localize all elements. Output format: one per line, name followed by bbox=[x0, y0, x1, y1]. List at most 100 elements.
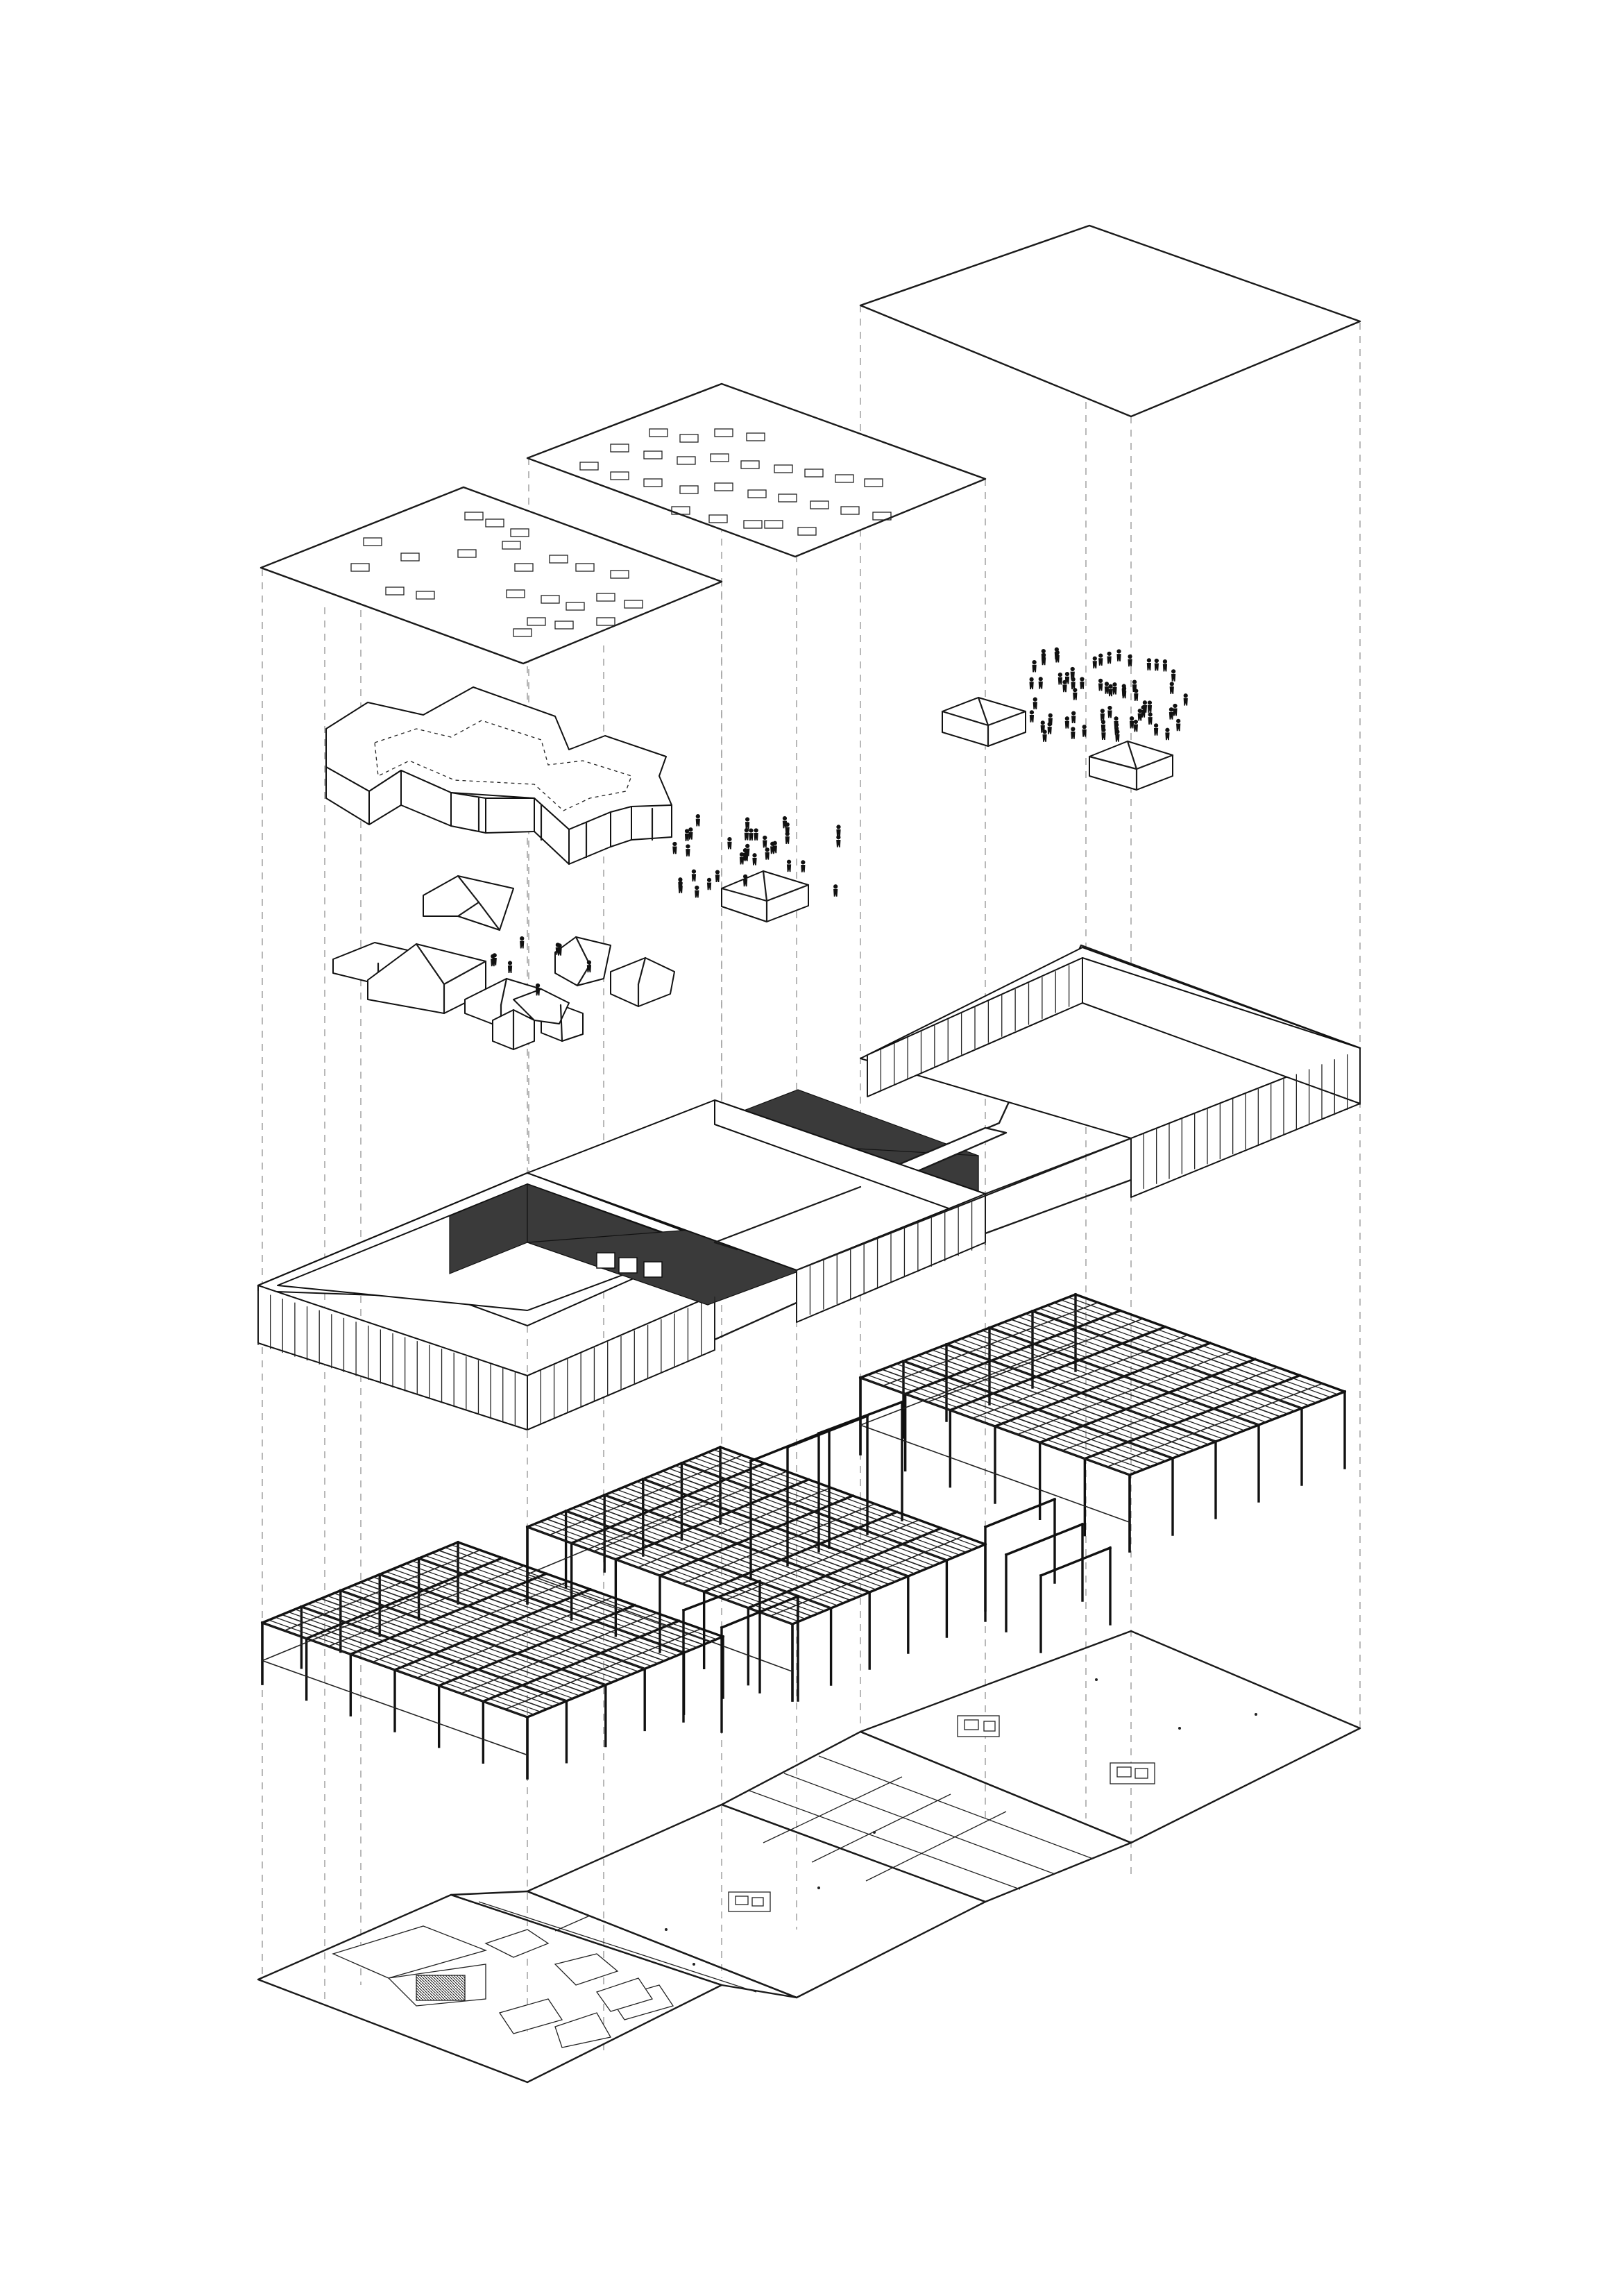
person-figure bbox=[1173, 703, 1178, 716]
steel-structure bbox=[260, 1292, 1347, 1780]
steel-purlin bbox=[604, 1494, 870, 1593]
steel-purlin bbox=[294, 1609, 561, 1705]
person-figure bbox=[739, 852, 745, 865]
steel-purlin bbox=[924, 1352, 1195, 1451]
person-figure bbox=[1032, 660, 1037, 673]
steel-purlin bbox=[585, 1502, 851, 1601]
steel-purlin bbox=[953, 1341, 1223, 1440]
person-figure bbox=[727, 836, 732, 850]
person-figure bbox=[836, 835, 841, 847]
steel-purlin bbox=[1046, 1305, 1316, 1403]
person-figure bbox=[688, 827, 693, 840]
steel-purlin bbox=[559, 1513, 825, 1612]
person-figure bbox=[749, 828, 754, 841]
person-figure bbox=[1148, 712, 1153, 725]
steel-purlin bbox=[301, 1606, 567, 1702]
steel-purlin bbox=[451, 1544, 717, 1640]
person-figure bbox=[1098, 653, 1103, 666]
steel-purlin bbox=[327, 1595, 593, 1691]
steel-purlin bbox=[288, 1611, 554, 1707]
steel-purlin bbox=[910, 1358, 1180, 1456]
steel-purlin bbox=[889, 1366, 1159, 1464]
steel-purlin bbox=[982, 1330, 1252, 1428]
person-figure bbox=[1107, 705, 1112, 718]
steel-purlin bbox=[366, 1579, 632, 1675]
steel-purlin bbox=[405, 1563, 672, 1659]
person-figure bbox=[520, 936, 525, 949]
person-figure bbox=[752, 853, 757, 866]
portal-frame bbox=[1004, 1522, 1085, 1632]
steel-purlin bbox=[668, 1468, 935, 1567]
steel-purlin bbox=[1025, 1313, 1295, 1412]
steel-frame-module bbox=[858, 1292, 1347, 1553]
steel-purlin bbox=[314, 1601, 580, 1696]
steel-purlin bbox=[860, 1377, 1130, 1476]
steel-purlin bbox=[275, 1617, 541, 1712]
person-figure bbox=[1098, 678, 1103, 691]
person-figure bbox=[742, 874, 748, 887]
steel-purlin bbox=[411, 1560, 678, 1656]
person-figure bbox=[801, 860, 806, 872]
steel-purlin bbox=[552, 1516, 819, 1614]
person-figure bbox=[1137, 708, 1142, 721]
person-figure bbox=[535, 983, 541, 996]
steel-purlin bbox=[1003, 1322, 1273, 1420]
person-figure bbox=[715, 870, 720, 882]
steel-frame-module bbox=[525, 1445, 987, 1702]
person-figure bbox=[745, 817, 750, 829]
steel-purlin bbox=[444, 1547, 711, 1643]
roof-plate-middle bbox=[526, 382, 987, 558]
steel-purlin bbox=[527, 1526, 793, 1625]
person-figure bbox=[754, 828, 758, 841]
steel-purlin bbox=[534, 1523, 799, 1622]
person-figure bbox=[1041, 652, 1046, 666]
steel-purlin bbox=[700, 1454, 967, 1553]
steel-purlin bbox=[578, 1505, 844, 1603]
crowd-middle bbox=[672, 813, 841, 898]
person-figure bbox=[1128, 654, 1132, 667]
person-figure bbox=[744, 828, 749, 841]
person-figure bbox=[1064, 716, 1069, 729]
steel-purlin bbox=[379, 1573, 645, 1670]
person-figure bbox=[1162, 659, 1168, 672]
person-figure bbox=[1122, 686, 1127, 699]
person-figure bbox=[1165, 727, 1170, 741]
steel-purlin bbox=[674, 1465, 941, 1564]
steel-purlin bbox=[688, 1460, 953, 1558]
portal-frame bbox=[785, 1414, 869, 1567]
person-figure bbox=[1115, 729, 1120, 742]
steel-purlin bbox=[1010, 1319, 1281, 1417]
steel-purlin bbox=[540, 1521, 806, 1619]
person-figure bbox=[1146, 658, 1152, 670]
person-figure bbox=[1171, 669, 1176, 682]
steel-purlin bbox=[636, 1481, 902, 1580]
person-figure bbox=[1101, 727, 1106, 741]
person-figure bbox=[765, 847, 770, 860]
person-figure bbox=[691, 869, 697, 882]
person-figure bbox=[785, 832, 790, 844]
person-figure bbox=[1104, 682, 1110, 694]
person-figure bbox=[1082, 725, 1087, 737]
person-figure bbox=[1057, 672, 1062, 685]
person-figure bbox=[1080, 677, 1085, 689]
person-figure bbox=[684, 829, 690, 841]
person-figure bbox=[1183, 693, 1188, 706]
steel-purlin bbox=[623, 1486, 890, 1585]
steel-purlin bbox=[399, 1566, 665, 1662]
steel-purlin bbox=[432, 1552, 697, 1648]
person-figure bbox=[557, 943, 562, 956]
person-figure bbox=[1029, 710, 1035, 723]
portal-frame bbox=[681, 1579, 762, 1723]
steel-purlin bbox=[321, 1598, 586, 1694]
person-figure bbox=[1154, 658, 1159, 671]
middle-pavilion bbox=[720, 870, 810, 923]
steel-purlin bbox=[1061, 1299, 1331, 1398]
steel-purlin bbox=[425, 1555, 691, 1651]
person-figure bbox=[507, 961, 513, 973]
person-figure bbox=[1169, 682, 1174, 694]
steel-purlin bbox=[597, 1497, 864, 1596]
person-figure bbox=[1142, 700, 1148, 713]
facade-envelope bbox=[257, 944, 1361, 1430]
